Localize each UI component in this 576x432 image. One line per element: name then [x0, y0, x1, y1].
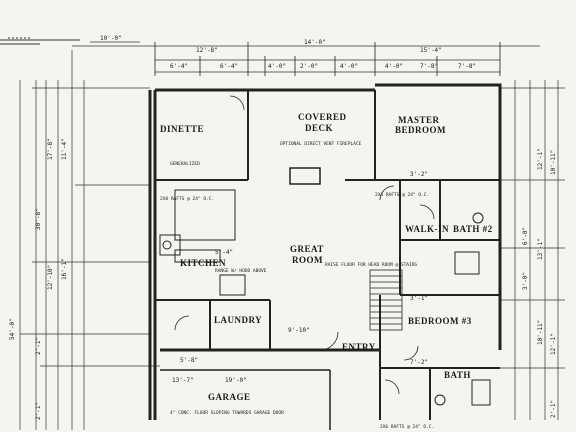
room-label-covered-deck-1: COVERED [298, 112, 347, 122]
dim-right-f: 10'-11" [537, 320, 544, 345]
dim-row2-g: 7'-8" [420, 63, 438, 70]
dim-top-total: 10'-0" [100, 35, 122, 42]
dim-right-e: 3'-0" [522, 272, 529, 290]
room-label-master-1: MASTER [398, 115, 440, 125]
dim-left-f: 54'-0" [9, 318, 16, 340]
room-label-covered-deck-2: DECK [305, 123, 333, 133]
garage-slab [160, 369, 331, 430]
dim-row2-b: 6'-4" [220, 63, 238, 70]
dim-mid-b: 19'-0" [225, 377, 247, 384]
dim-right-h: 2'-1" [550, 400, 557, 418]
note-rafts-b: 2X8 RAFTS @ 24" O.C. [160, 196, 214, 202]
room-label-bedroom3: BEDROOM #3 [408, 316, 472, 326]
dim-right-d: 13'-1" [537, 238, 544, 260]
dim-mid-e: 3'-1" [410, 295, 428, 302]
dim-left-c: 30'-8" [35, 208, 42, 230]
dimension-ticks [154, 42, 501, 76]
dim-right-g: 12'-1" [550, 333, 557, 355]
note-rafts-a: 2X4 RAFTS @ 24" O.C. [375, 192, 429, 198]
dim-left-g: 2'-1" [35, 337, 42, 355]
dim-left-d: 16'-1" [61, 258, 68, 280]
dim-right-c: 6'-0" [522, 227, 529, 245]
room-label-entry: ENTRY [342, 342, 376, 352]
dim-left-a: 11'-4" [61, 138, 68, 160]
note-generalized: GENERALIZED [170, 161, 200, 167]
dim-left-h: 2'-1" [35, 402, 42, 420]
kitchen-fixtures [159, 189, 246, 296]
note-range: RANGE W/ HOOD ABOVE [215, 268, 267, 274]
room-label-great-1: GREAT [290, 244, 324, 254]
dim-right-a: 12'-1" [537, 148, 544, 170]
room-label-great-2: ROOM [292, 255, 323, 265]
dim-top-c: 15'-4" [420, 47, 442, 54]
scan-artifact [0, 37, 80, 45]
dim-row2-d: 2'-0" [300, 63, 318, 70]
dim-mid-a: 9'-10" [288, 327, 310, 334]
room-label-kitchen: KITCHEN [180, 258, 226, 268]
dim-top-a: 12'-8" [196, 47, 218, 54]
stairs [369, 269, 403, 331]
room-label-bath: BATH [444, 370, 471, 380]
dim-row2-e: 4'-0" [340, 63, 358, 70]
door-swings [174, 95, 435, 395]
room-label-dinette: DINETTE [160, 124, 204, 134]
fireplace [289, 167, 321, 185]
room-label-master-2: BEDROOM [395, 125, 446, 135]
room-label-laundry: LAUNDRY [214, 315, 262, 325]
dim-mid-g: 7'-2" [410, 359, 428, 366]
note-rafts-c: 2X6 RAFTS @ 24" O.C. [380, 424, 434, 430]
note-fireplace: OPTIONAL DIRECT VENT FIREPLACE [280, 141, 362, 147]
note-garage-floor: 4" CONC. FLOOR SLOPING TOWARDS GARAGE DO… [170, 410, 284, 416]
dim-mid-d: 3'-2" [410, 171, 428, 178]
dim-row2-f: 4'-0" [385, 63, 403, 70]
dim-row2-h: 7'-8" [458, 63, 476, 70]
dim-row2-a: 6'-4" [170, 63, 188, 70]
bath-fixtures [434, 212, 491, 406]
dim-mid-f: 5'-8" [180, 357, 198, 364]
dim-mid-c: 13'-7" [172, 377, 194, 384]
dim-left-b: 17'-8" [47, 138, 54, 160]
room-label-garage: GARAGE [208, 392, 251, 402]
room-label-bath2: BATH #2 [453, 224, 493, 234]
dim-row2-c: 4'-0" [268, 63, 286, 70]
dim-left-e: 12'-10" [47, 265, 54, 290]
dim-right-b: 10'-11" [550, 150, 557, 175]
dim-top-b: 14'-0" [304, 39, 326, 46]
dim-mid-h: 5'-4" [215, 249, 233, 256]
dimension-lines [19, 41, 565, 430]
room-label-walk-in: WALK-IN [405, 224, 449, 234]
note-stair-headroom: RAISE FLOOR FOR HEAD ROOM @ STAIRS [325, 262, 417, 268]
